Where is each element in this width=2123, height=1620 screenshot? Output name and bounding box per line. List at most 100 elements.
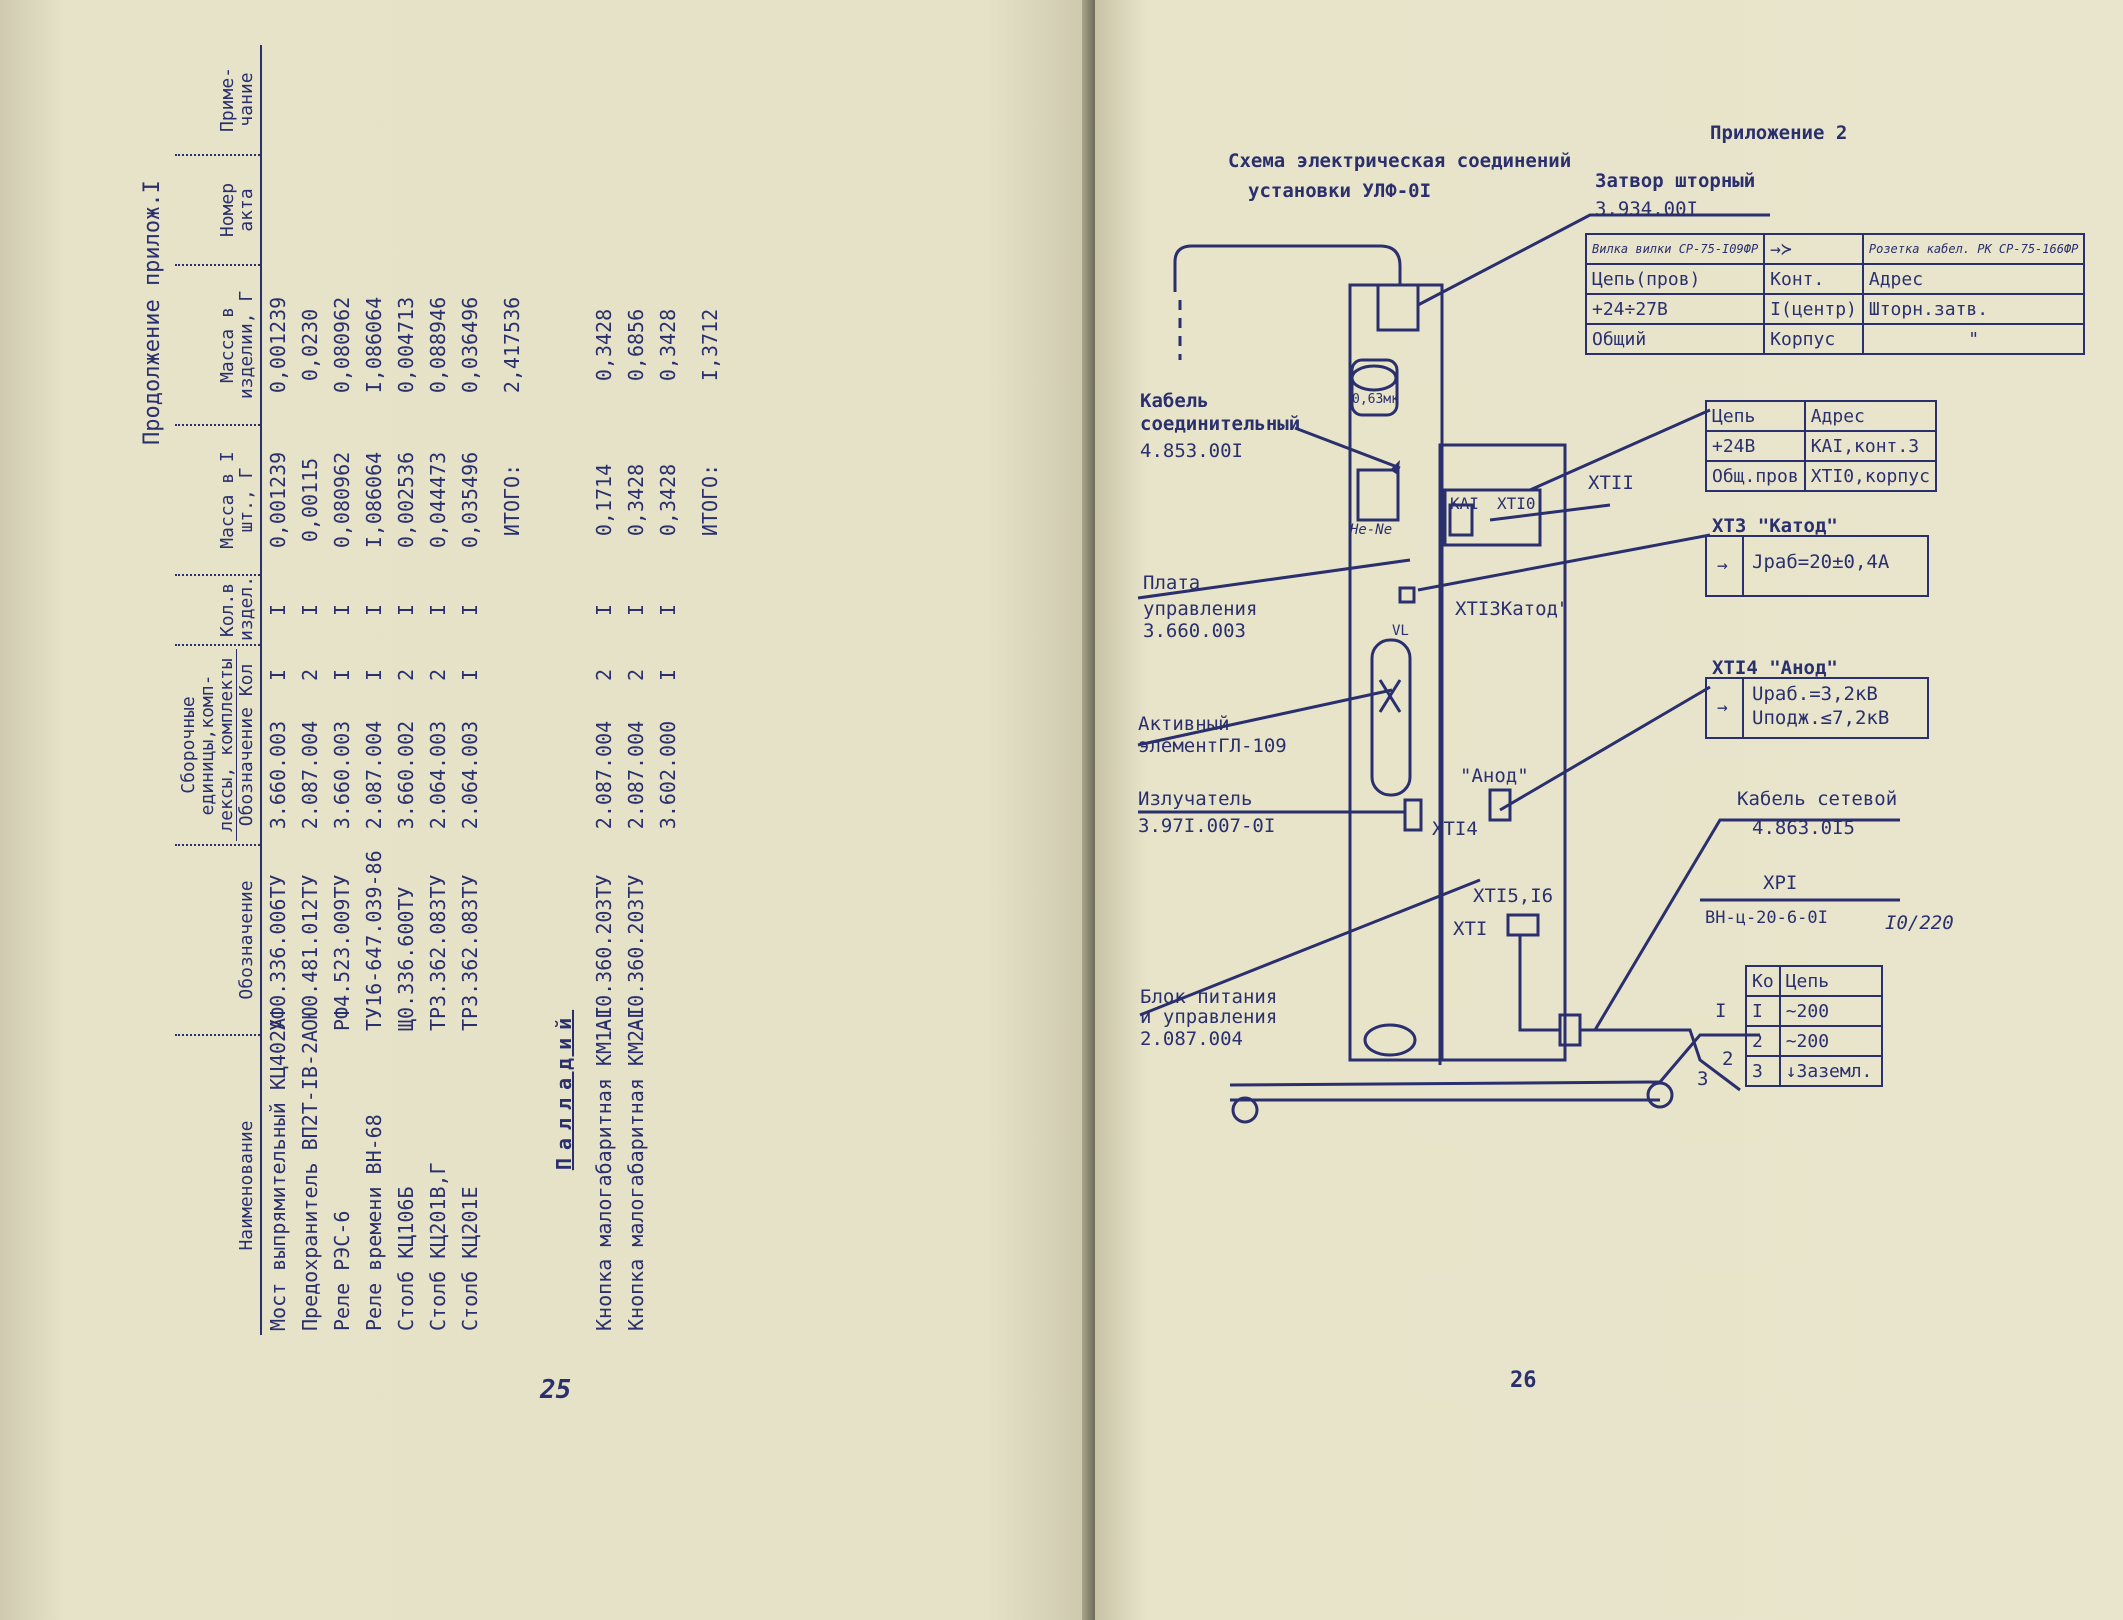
wire-xt1 xyxy=(1518,935,1560,1032)
appendix-label: Приложение 2 xyxy=(1710,122,1848,144)
xp1-code: ВН-ц-20-6-0I xyxy=(1705,908,1828,928)
shutter-label: Затвор шторный xyxy=(1595,170,1756,192)
t1-h4: Цепь(пров) xyxy=(1584,263,1766,295)
xt14-value-2: Uподж.≤7,2кВ xyxy=(1752,707,1890,729)
wheel-right xyxy=(1646,1081,1674,1109)
hene-label: He-Ne xyxy=(1350,522,1393,538)
xt14-arrow: → xyxy=(1717,697,1728,718)
xt3-heading: XT3 "Катод" xyxy=(1712,515,1838,537)
xt15-label: XTI5,I6 xyxy=(1473,885,1554,907)
t1-h3: Розетка кабел. РК СР-75-166ФР xyxy=(1861,233,2086,265)
laser-box xyxy=(1356,468,1400,522)
page-number-right: 26 xyxy=(1510,1368,1537,1393)
t1-r1c1: +24÷27В xyxy=(1584,293,1766,325)
active-label-2: элементГЛ-109 xyxy=(1138,735,1287,757)
board-label-1: Плата xyxy=(1143,572,1201,594)
t2-r1c1: +24В xyxy=(1705,430,1806,462)
board-code: 3.660.003 xyxy=(1143,620,1246,642)
t2-h2: Адрес xyxy=(1803,400,1937,432)
shutter-connection-table: Вилка вилки СР-75-I09ФР→≻Розетка кабел. … xyxy=(1584,233,2086,355)
leader-power xyxy=(1593,818,1900,1031)
power-cable-code: 4.863.0I5 xyxy=(1752,817,1855,839)
xp1-label: XPI xyxy=(1763,872,1798,894)
xt14-box xyxy=(1403,798,1423,832)
xt3-box: → Jраб=20±0,4А xyxy=(1705,535,1929,597)
ka1-box xyxy=(1443,488,1542,547)
psu-label-2: и управления xyxy=(1140,1006,1278,1028)
xt14-value-1: Uраб.=3,2кВ xyxy=(1752,683,1878,705)
leader-active xyxy=(1137,688,1393,747)
wheel-left xyxy=(1231,1096,1259,1124)
diagram-title-2: установки УЛФ-0I xyxy=(1248,180,1432,202)
xt15-box xyxy=(1506,913,1540,937)
leader-xt14 xyxy=(1499,685,1711,812)
t1-r2c3: " xyxy=(1861,323,2086,355)
emitter-label: Излучатель xyxy=(1138,788,1253,810)
cable-code: 4.853.00I xyxy=(1140,440,1243,462)
shutter-code: 3.934.00I xyxy=(1595,198,1698,220)
cabinet xyxy=(1438,443,1567,1062)
t3-h2: Цепь xyxy=(1778,965,1883,997)
leader-xt11 xyxy=(1489,503,1611,522)
t2-r2c1: Общ.пров xyxy=(1705,460,1806,492)
mark-2: 2 xyxy=(1722,1048,1734,1070)
leader-shutter xyxy=(1417,213,1770,307)
emitter-code: 3.97I.007-0I xyxy=(1138,815,1276,837)
active-element xyxy=(1370,638,1412,797)
t3-r1c2: ~200 xyxy=(1778,995,1883,1027)
t1-r1c2: I(центр) xyxy=(1763,293,1864,325)
t2-r2c2: XTI0,корпус xyxy=(1803,460,1937,492)
cable-label-1: Кабель xyxy=(1140,390,1209,412)
t1-h2: →≻ xyxy=(1763,233,1864,265)
xt3-value: Jраб=20±0,4А xyxy=(1752,551,1890,573)
t1-h6: Адрес xyxy=(1861,263,2086,295)
t1-r2c1: Общий xyxy=(1584,323,1766,355)
t2-r1c2: KAI,конт.3 xyxy=(1803,430,1937,462)
left-page: Продолжение прилож.I Наименование Обозна… xyxy=(0,0,1095,1620)
active-label-1: Активный xyxy=(1138,713,1230,735)
xt1-label: XTI xyxy=(1453,918,1488,940)
t2-h1: Цепь xyxy=(1705,400,1806,432)
xt10-label: XTI0 xyxy=(1497,494,1536,513)
ka1-label: KAI xyxy=(1450,494,1479,513)
vl-label: VL xyxy=(1392,623,1409,639)
xt14-heading: XTI4 "Анод" xyxy=(1712,657,1838,679)
lamp-label: 0,63мк xyxy=(1352,392,1399,407)
power-cable-label: Кабель сетевой xyxy=(1737,788,1898,810)
t3-r1c1: I xyxy=(1745,995,1781,1027)
xt11-label: XTII xyxy=(1588,472,1634,494)
mark-1: I xyxy=(1715,1000,1727,1022)
t1-r1c3: Шторн.затв. xyxy=(1861,293,2086,325)
lamp-tube xyxy=(1350,358,1399,417)
mark-3: 3 xyxy=(1697,1068,1709,1090)
t3-r3c2: ↓Заземл. xyxy=(1778,1055,1883,1087)
anod-label: "Анод" xyxy=(1460,765,1529,787)
diagram-title-1: Схема электрическая соединений xyxy=(1228,150,1572,172)
t3-h1: Ко xyxy=(1745,965,1781,997)
psu-code: 2.087.004 xyxy=(1140,1028,1243,1050)
xt13-label: XTI3Катод" xyxy=(1455,598,1570,620)
t3-r2c1: 2 xyxy=(1745,1025,1781,1057)
lamp-arm xyxy=(1173,244,1402,292)
cable-label-2: соединительный xyxy=(1140,413,1301,435)
t3-r3c1: 3 xyxy=(1745,1055,1781,1087)
xt3-arrow: → xyxy=(1717,555,1728,576)
xt1-box xyxy=(1558,1013,1582,1047)
lamp-bottom xyxy=(1363,1023,1417,1057)
psu-label-1: Блок питания xyxy=(1140,986,1278,1008)
t1-r2c2: Корпус xyxy=(1763,323,1864,355)
lamp-top xyxy=(1350,364,1398,392)
t1-h1: Вилка вилки СР-75-I09ФР xyxy=(1584,233,1766,265)
wire-main xyxy=(1580,1028,1741,1092)
leader-psu xyxy=(1139,878,1481,1017)
leader-ka1 xyxy=(1529,408,1711,492)
t1-h5: Конт. xyxy=(1763,263,1864,295)
board-label-2: управления xyxy=(1143,598,1258,620)
leader-board xyxy=(1137,558,1411,600)
leader-cable xyxy=(1294,426,1401,470)
shutter-block xyxy=(1376,283,1420,332)
t3-r2c2: ~200 xyxy=(1778,1025,1883,1057)
